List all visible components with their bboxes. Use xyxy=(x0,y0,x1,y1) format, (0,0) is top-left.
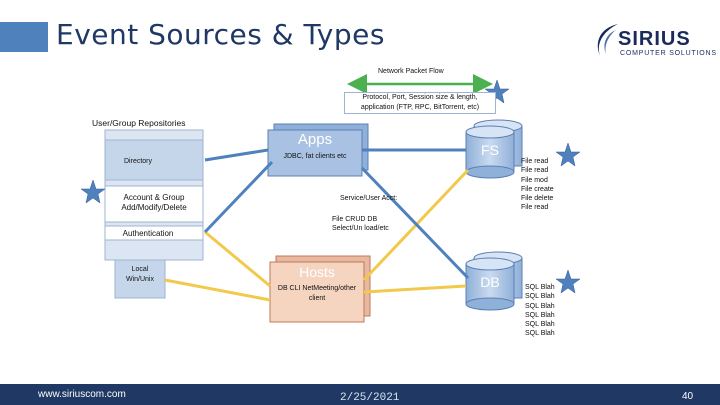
page-number: 40 xyxy=(682,391,694,402)
logo-tagline: COMPUTER SOLUTIONS xyxy=(620,50,717,57)
list-item: File create xyxy=(521,185,554,193)
apps-title: Apps xyxy=(297,131,333,148)
hosts-to-db-arrow xyxy=(363,284,467,294)
protocol-label: Protocol, Port, Session size & length, a… xyxy=(344,92,496,114)
local-label: Local Win/Unix xyxy=(125,266,154,283)
apps-box-shape xyxy=(267,123,369,177)
repository-panel xyxy=(104,129,204,299)
list-item: File read xyxy=(521,158,549,165)
network-flow-label: Network Packet Flow xyxy=(378,68,444,75)
fs-cylinder-shape xyxy=(465,119,523,179)
apps-to-directory-arrow xyxy=(204,148,269,162)
list-item: File delete xyxy=(521,195,554,203)
hosts-title: Hosts xyxy=(299,264,335,280)
sirius-swirl-icon xyxy=(597,24,618,56)
star-icon xyxy=(555,269,581,294)
authentication-label: Authentication xyxy=(122,229,174,238)
service-account-label: Service/User Acct: xyxy=(340,195,398,202)
list-item: SQL Blah xyxy=(525,311,555,319)
footer-bar xyxy=(0,384,720,405)
auth-to-apps-arrow xyxy=(203,160,274,234)
crud-label: File CRUD DB Select/Un load/etc xyxy=(332,216,389,232)
list-item: File read xyxy=(521,204,549,212)
star-icon xyxy=(80,179,106,204)
local-to-hosts-arrow xyxy=(164,278,271,302)
file-ops-list: File read File read File mod File create… xyxy=(521,157,554,213)
fs-label: FS xyxy=(481,142,499,158)
sql-ops-list: SQL Blah SQL Blah SQL Blah SQL Blah SQL … xyxy=(525,283,555,339)
star-icon xyxy=(484,79,510,104)
list-item: SQL Blah xyxy=(525,293,555,301)
account-label: Account & Group Add/Modify/Delete xyxy=(121,193,187,212)
hosts-box-shape xyxy=(269,255,371,323)
title-accent-bar xyxy=(0,22,48,52)
page-title: Event Sources & Types xyxy=(56,18,385,51)
repositories-label: User/Group Repositories xyxy=(92,118,186,128)
star-icon xyxy=(555,142,581,167)
apps-subtitle: JDBC, fat clients etc xyxy=(283,153,347,160)
hosts-subtitle: DB CLI NetMeeting/other client xyxy=(277,285,357,302)
db-label: DB xyxy=(480,274,500,290)
footer-date: 2/25/2021 xyxy=(340,392,400,404)
directory-label: Directory xyxy=(124,158,153,165)
logo-name: SIRIUS xyxy=(618,28,691,50)
footer-url: www.siriuscom.com xyxy=(38,389,126,400)
db-cylinder-shape xyxy=(465,251,523,311)
apps-to-db-arrow xyxy=(360,166,470,280)
list-item: SQL Blah xyxy=(525,330,555,338)
list-item: File read xyxy=(521,167,549,175)
list-item: SQL Blah xyxy=(525,302,555,310)
list-item: SQL Blah xyxy=(525,284,555,291)
list-item: SQL Blah xyxy=(525,321,555,329)
list-item: File mod xyxy=(521,176,548,184)
hosts-to-auth-arrow xyxy=(204,230,271,288)
diagram-canvas xyxy=(80,74,581,323)
